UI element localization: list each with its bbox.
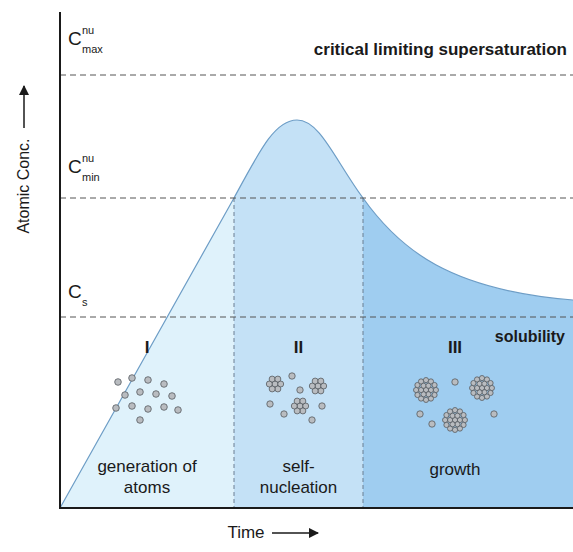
atom-dot: [489, 385, 494, 390]
threshold-line: [60, 317, 573, 318]
atom-dot: [318, 378, 324, 384]
atom-dot: [433, 387, 438, 392]
phase-band: III growth: [363, 334, 547, 484]
phase-divider: [234, 198, 235, 508]
atom-dot: [129, 375, 136, 382]
atom-dot: [484, 394, 489, 399]
atom-dot: [275, 386, 281, 392]
phase-band: II self- nucleation: [234, 334, 363, 502]
atom-dot: [474, 377, 479, 382]
x-axis: [59, 507, 573, 509]
atom-dot: [289, 373, 295, 379]
phase-number: II: [294, 338, 303, 358]
atom-dot: [444, 422, 449, 427]
phase-caption: generation of atoms: [87, 457, 207, 498]
atom-dot: [479, 395, 484, 400]
atom-dot: [479, 376, 484, 381]
atom-dot: [145, 406, 152, 413]
atom-dot: [169, 393, 176, 400]
atom-dot: [312, 378, 318, 384]
phase-caption: self- nucleation: [249, 457, 349, 498]
atom-dot: [137, 417, 144, 424]
atom-dot: [300, 398, 306, 404]
level-superscript: nu: [82, 152, 94, 164]
phase-number: I: [145, 338, 150, 358]
atom-dot: [269, 376, 275, 382]
atom-dot: [267, 401, 273, 407]
concentration-curve: [60, 120, 573, 508]
atom-dot: [161, 381, 168, 388]
atom-dot: [414, 387, 419, 392]
phase-band: Igeneration of atoms: [60, 334, 234, 502]
level-subscript: s: [82, 296, 88, 308]
axis-level-symbol: C: [68, 282, 82, 303]
level-subscript: min: [82, 171, 100, 183]
axis-level-symbol: C: [68, 29, 82, 50]
threshold-label: critical limiting supersaturation: [314, 41, 567, 60]
band-fill: [363, 0, 573, 508]
atom-dot: [423, 397, 428, 402]
atom-dot: [447, 409, 452, 414]
atom-dot: [417, 411, 423, 417]
band-fill: [234, 0, 363, 508]
atom-dot: [415, 392, 420, 397]
atom-dot: [418, 379, 423, 384]
atom-dot: [129, 403, 136, 410]
atom-dot: [429, 421, 435, 427]
threshold-line: [60, 198, 573, 199]
phase-divider: [363, 198, 364, 508]
band-fill: [60, 0, 234, 508]
atom-dot: [309, 417, 315, 423]
atom-dot: [319, 403, 325, 409]
phase-number: III: [448, 338, 462, 358]
atom-dot: [153, 391, 160, 398]
atom-dot: [294, 398, 300, 404]
threshold-line: [60, 75, 573, 76]
axis-level-symbol: C: [68, 157, 82, 178]
atom-dot: [137, 389, 144, 396]
atom-dot: [423, 378, 428, 383]
atom-dot: [145, 377, 152, 384]
atom-dot: [462, 417, 467, 422]
axis-arrow: [23, 86, 25, 128]
atom-dot: [318, 388, 324, 394]
axis-arrow: [272, 532, 318, 534]
phase-caption: growth: [429, 460, 480, 480]
atom-dot: [300, 408, 306, 414]
atom-dot: [175, 407, 182, 414]
atom-dot: [452, 427, 457, 432]
atom-dot: [113, 405, 120, 412]
atom-dot: [275, 376, 281, 382]
axis-title: Atomic Conc.: [15, 138, 33, 233]
atom-dot: [443, 417, 448, 422]
atom-dot: [488, 380, 493, 385]
level-subscript: max: [82, 43, 103, 55]
level-superscript: nu: [82, 24, 94, 36]
atom-dot: [432, 382, 437, 387]
atom-dot: [471, 390, 476, 395]
atom-dot: [452, 408, 457, 413]
atom-dot: [452, 379, 458, 385]
atom-dot: [428, 396, 433, 401]
atom-dot: [161, 404, 168, 411]
y-axis: [59, 12, 61, 509]
atom-dot: [122, 392, 129, 399]
atom-dots: [113, 373, 498, 433]
threshold-label: solubility: [495, 328, 565, 346]
axis-title: Time: [227, 524, 264, 543]
atom-dot: [281, 411, 287, 417]
atom-dot: [115, 379, 122, 386]
atom-dot: [461, 412, 466, 417]
atom-dot: [457, 426, 462, 431]
band-fills: [60, 0, 573, 508]
atom-dot: [470, 385, 475, 390]
atom-dot: [297, 387, 303, 393]
atom-dot: [491, 411, 497, 417]
